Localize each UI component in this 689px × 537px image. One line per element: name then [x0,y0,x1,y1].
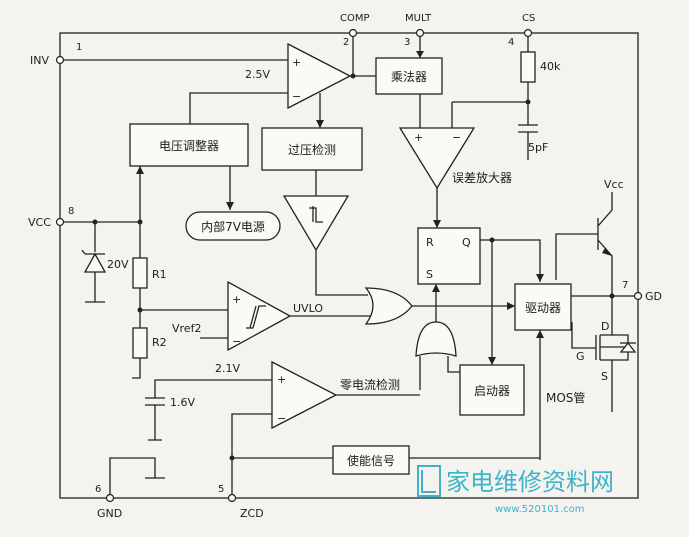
watermark-url: www.520101.com [495,504,585,515]
pin-gd: GD 7 [622,280,662,303]
pin-mult: MULT 3 [404,13,432,48]
svg-text:5pF: 5pF [528,141,548,154]
pin-inv: INV 1 [30,42,82,67]
mos-label: MOS管 [546,390,585,405]
svg-text:20V: 20V [107,258,129,271]
svg-text:+: + [292,56,301,69]
svg-text:电压调整器: 电压调整器 [159,138,219,153]
svg-text:S: S [426,268,433,281]
svg-text:1.6V: 1.6V [170,396,195,409]
svg-text:2: 2 [343,37,349,48]
npn-transistor [597,192,613,296]
pin-comp: COMP 2 [340,13,370,48]
overvoltage-detect-block [261,127,363,171]
svg-text:Vcc: Vcc [604,178,624,191]
svg-text:6: 6 [95,484,101,495]
svg-text:R2: R2 [152,336,167,349]
starter-block [459,364,525,416]
svg-text:INV: INV [30,54,49,67]
svg-text:COMP: COMP [340,13,370,24]
error-amp-label: 误差放大器 [452,170,512,185]
sr-flipflop [417,227,481,285]
svg-text:40k: 40k [540,60,561,73]
and-gate [415,321,457,357]
svg-text:CS: CS [522,13,535,24]
resistor-40k [520,51,536,83]
svg-text:−: − [277,412,286,425]
zener-diode [83,252,107,273]
label-2v5: 2.5V [245,68,270,81]
pin-zcd: ZCD 5 [218,484,264,520]
enable-signal-block [332,445,410,475]
svg-text:GD: GD [645,290,662,303]
svg-text:ZCD: ZCD [240,507,264,520]
zero-current-label: 零电流检测 [340,377,400,392]
svg-text:Vref2: Vref2 [172,322,201,335]
capacitor-1v6 [145,397,165,406]
svg-text:过压检测: 过压检测 [288,142,336,157]
svg-text:S: S [601,370,608,383]
svg-text:使能信号: 使能信号 [347,453,395,468]
svg-text:+: + [277,373,286,386]
multiplier-block [375,57,443,95]
svg-text:内部7V电源: 内部7V电源 [201,219,265,234]
internal-7v-block [185,211,281,241]
pin-vcc: VCC 8 [28,206,74,229]
multiplier-label: 乘法器 [391,70,427,84]
svg-text:MULT: MULT [405,13,432,24]
driver-block [514,283,572,331]
pin-gnd: GND 6 [95,484,122,520]
svg-text:7: 7 [622,280,628,291]
svg-text:+: + [232,293,241,306]
svg-text:2.1V: 2.1V [215,362,240,375]
svg-text:启动器: 启动器 [474,384,510,398]
svg-text:8: 8 [68,206,74,217]
watermark-logo [417,465,441,497]
svg-text:VCC: VCC [28,216,51,229]
resistor-r1 [132,257,148,289]
gnd-symbol [109,457,156,495]
svg-text:Q: Q [462,236,471,249]
svg-text:1: 1 [76,42,82,53]
svg-text:−: − [452,131,461,144]
mos-transistor: D G S [571,296,637,412]
zero-current-comparator: + − [271,360,338,430]
svg-text:−: − [292,90,301,103]
svg-text:5: 5 [218,484,224,495]
svg-text:D: D [601,320,609,333]
svg-text:−: − [232,335,241,348]
capacitor-5pf [518,124,538,133]
error-amplifier: + − [398,127,476,190]
svg-text:4: 4 [508,37,514,48]
uvlo-comparator: + − [227,280,292,352]
or-gate [364,287,413,325]
svg-text:3: 3 [404,37,410,48]
svg-text:+: + [414,131,423,144]
svg-text:G: G [576,350,585,363]
svg-text:R: R [426,236,434,249]
schmitt-buffer [282,195,350,252]
voltage-regulator-block [129,123,249,167]
uvlo-label: UVLO [293,302,323,315]
svg-text:R1: R1 [152,268,167,281]
resistor-r2 [132,327,148,359]
watermark-title: 家电维修资料网 [446,468,614,496]
svg-text:GND: GND [97,507,122,520]
error-amp-inv: + − [287,42,352,110]
pin-cs: CS 4 [508,13,535,48]
svg-text:驱动器: 驱动器 [525,301,561,315]
